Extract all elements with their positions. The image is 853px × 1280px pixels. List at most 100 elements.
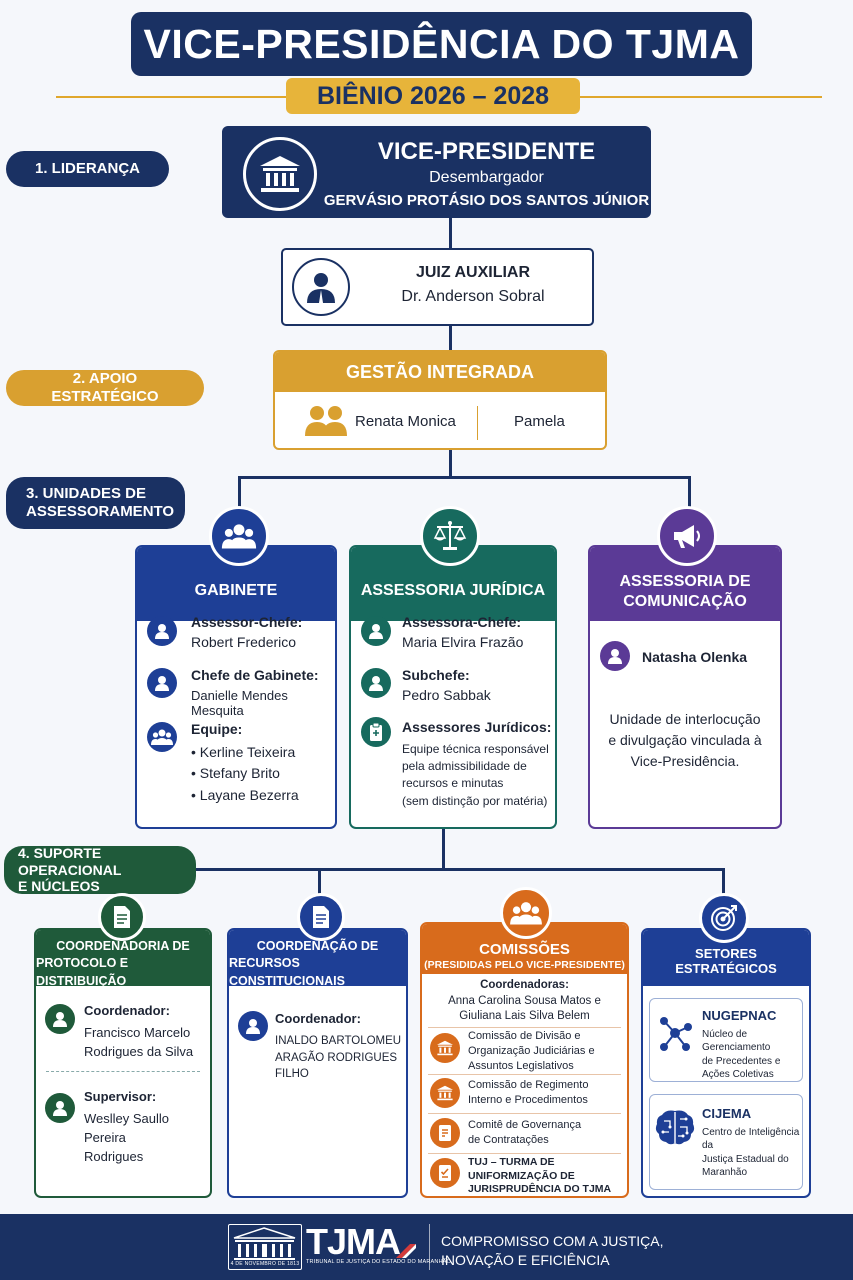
comissao-item-line: Organização Judiciárias e (468, 1044, 595, 1057)
divider (477, 406, 478, 440)
person-icon (600, 641, 630, 671)
divider (429, 1224, 430, 1270)
section-label-text: 3. UNIDADES DE (26, 485, 147, 502)
setores-estrategicos-card: SETORES ESTRATÉGICOS NUGEPNAC Núcleo de … (641, 928, 811, 1198)
connector-line (318, 868, 321, 894)
section-label-text: ASSESSORAMENTO (26, 503, 175, 520)
person-icon (45, 1004, 75, 1034)
divider (428, 1153, 621, 1154)
chefe-name: Danielle Mendes Mesquita (191, 687, 288, 718)
target-icon (699, 893, 749, 943)
team-icon (209, 506, 269, 566)
connector-line (238, 476, 241, 508)
equipe-list: Equipe: • Kerline Teixeira • Stefany Bri… (191, 721, 299, 803)
comissao-item: TUJ – TURMA DE UNIFORMIZAÇÃO DE JURISPRU… (468, 1156, 612, 1196)
gestao-heading: GESTÃO INTEGRADA (275, 352, 605, 392)
cijema-title: CIJEMA (702, 1106, 752, 1121)
assessores-text-line: recursos e minutas (402, 776, 504, 791)
courthouse-icon (430, 1078, 460, 1108)
tjma-logo-text: TJMA (306, 1221, 401, 1262)
equipe-member: • Kerline Teixeira (191, 743, 296, 760)
divider (428, 1027, 621, 1028)
vp-name: GERVÁSIO PROTÁSIO DOS SANTOS JÚNIOR (323, 192, 650, 209)
gestao-integrada-box: GESTÃO INTEGRADA Renata Monica Pamela (273, 350, 607, 450)
person-icon (147, 616, 177, 646)
checklist-icon (430, 1158, 460, 1188)
section-label-suporte: 4. SUPORTE OPERACIONAL E NÚCLEOS (4, 844, 196, 895)
divider (428, 1113, 621, 1114)
recursos-heading-text: COORDENAÇÃO DE (256, 938, 379, 953)
comissao-item-line: UNIFORMIZAÇÃO DE (468, 1169, 575, 1182)
chefe-label: Assessora-Chefe: (402, 614, 522, 630)
assessores-text-line: pela admissibilidade de (402, 758, 527, 773)
person-icon (238, 1011, 268, 1041)
gestao-member: Renata Monica (355, 413, 456, 430)
section-label-text: E NÚCLEOS (18, 878, 100, 895)
footer-slogan: COMPROMISSO COM A JUSTIÇA, INOVAÇÃO E EF… (441, 1232, 663, 1270)
assessor-label: Assessor-Chefe: (191, 614, 303, 630)
coordenador-name: Rodrigues da Silva (84, 1043, 194, 1059)
comissao-item-line: JURISPRUDÊNCIA DO TJMA (468, 1183, 612, 1196)
comunicacao-heading-text: COMUNICAÇÃO (623, 593, 747, 610)
footer: 4 DE NOVEMBRO DE 1813 TJMA TRIBUNAL DE J… (0, 1214, 853, 1280)
comissao-item-line: Comissão de Regimento (468, 1079, 589, 1091)
juiz-heading: JUIZ AUXILIAR (415, 264, 531, 281)
page-title: VICE-PRESIDÊNCIA DO TJMA (131, 12, 752, 76)
assessoria-juridica-card: ASSESSORIA JURÍDICA Assessora-Chefe: Mar… (349, 545, 557, 829)
coordenadoras-block: Coordenadoras: Anna Carolina Sousa Matos… (422, 974, 627, 1025)
nugepnac-title: NUGEPNAC (702, 1008, 777, 1023)
logo-subtitle: TRIBUNAL DE JUSTIÇA DO ESTADO DO MARANHÃ… (306, 1259, 452, 1265)
comissao-item-line: TUJ – TURMA DE (468, 1156, 555, 1168)
assessoria-comunicacao-card: ASSESSORIA DE COMUNICAÇÃO Natasha Olenka… (588, 545, 782, 829)
comissao-item: Comissão de Regimento Interno e Procedim… (468, 1078, 588, 1108)
comunicacao-name: Natasha Olenka (642, 649, 748, 665)
coordenador-name: INALDO BARTOLOMEU (275, 1034, 402, 1047)
page-title-text: VICE-PRESIDÊNCIA DO TJMA (143, 20, 740, 67)
person-icon (147, 668, 177, 698)
equipe-label: Equipe: (191, 721, 243, 737)
cijema-box: CIJEMA Centro de Inteligência da Justiça… (649, 1094, 803, 1190)
comissao-item: Comitê de Governança de Contratações (468, 1118, 581, 1148)
assessores-label: Assessores Jurídicos: (402, 719, 552, 735)
vp-role: Desembargador (429, 169, 544, 186)
footer-slogan-line: INOVAÇÃO E EFICIÊNCIA (441, 1251, 610, 1268)
assessores-description: Equipe técnica responsável pela admissib… (402, 741, 551, 811)
coordenador-label: Coordenador: (84, 1003, 170, 1018)
coordenador-name: ARAGÃO RODRIGUES FILHO (275, 1051, 398, 1081)
supervisor-label: Supervisor: (84, 1089, 157, 1104)
coordenadoras-name: Giuliana Lais Silva Belem (459, 1010, 590, 1023)
gabinete-heading-text: GABINETE (194, 582, 278, 599)
supervisor-name: Rodrigues (84, 1148, 144, 1164)
comunicacao-desc-line: e divulgação vinculada à (608, 732, 762, 748)
juiz-name: Dr. Anderson Sobral (401, 288, 545, 305)
judge-avatar-icon (292, 258, 350, 316)
section-label-text: 4. SUPORTE OPERACIONAL (18, 844, 122, 878)
comunicacao-description: Unidade de interlocução e divulgação vin… (590, 709, 780, 772)
coordenacao-recursos-card: COORDENAÇÃO DE RECURSOS CONSTITUCIONAIS … (227, 928, 408, 1198)
bienio-text: BIÊNIO 2026 – 2028 (316, 81, 550, 110)
clipboard-icon (361, 717, 391, 747)
protocolo-heading-text: PROTOCOLO E DISTRIBUIÇÃO (36, 956, 129, 988)
protocolo-heading-text: COORDENADORIA DE (56, 938, 190, 953)
vp-heading: VICE-PRESIDENTE (377, 138, 596, 165)
nugepnac-desc: de Precedentes e (702, 1055, 781, 1067)
section-label-unidades: 3. UNIDADES DE ASSESSORAMENTO (6, 477, 185, 529)
flag-accent-icon (396, 1244, 416, 1258)
contract-icon (430, 1118, 460, 1148)
comissoes-heading-text: COMISSÕES (479, 940, 570, 958)
footer-slogan-line: COMPROMISSO COM A JUSTIÇA, (441, 1233, 664, 1249)
group-icon (500, 887, 552, 939)
megaphone-icon (657, 506, 717, 566)
connector-line (449, 326, 452, 350)
bienio-badge: BIÊNIO 2026 – 2028 (286, 78, 580, 114)
document-icon (98, 893, 146, 941)
nugepnac-desc: Núcleo de Gerenciamento (702, 1028, 771, 1054)
gestao-member: Pamela (514, 413, 565, 430)
scales-of-justice-icon (420, 506, 480, 566)
protocolo-heading: COORDENADORIA DE PROTOCOLO E DISTRIBUIÇÃ… (36, 930, 210, 988)
network-icon (656, 1013, 694, 1055)
person-icon (361, 616, 391, 646)
connector-line (238, 476, 691, 479)
comunicacao-desc-line: Unidade de interlocução (609, 711, 761, 727)
comunicacao-desc-line: Vice-Presidência. (630, 753, 740, 769)
